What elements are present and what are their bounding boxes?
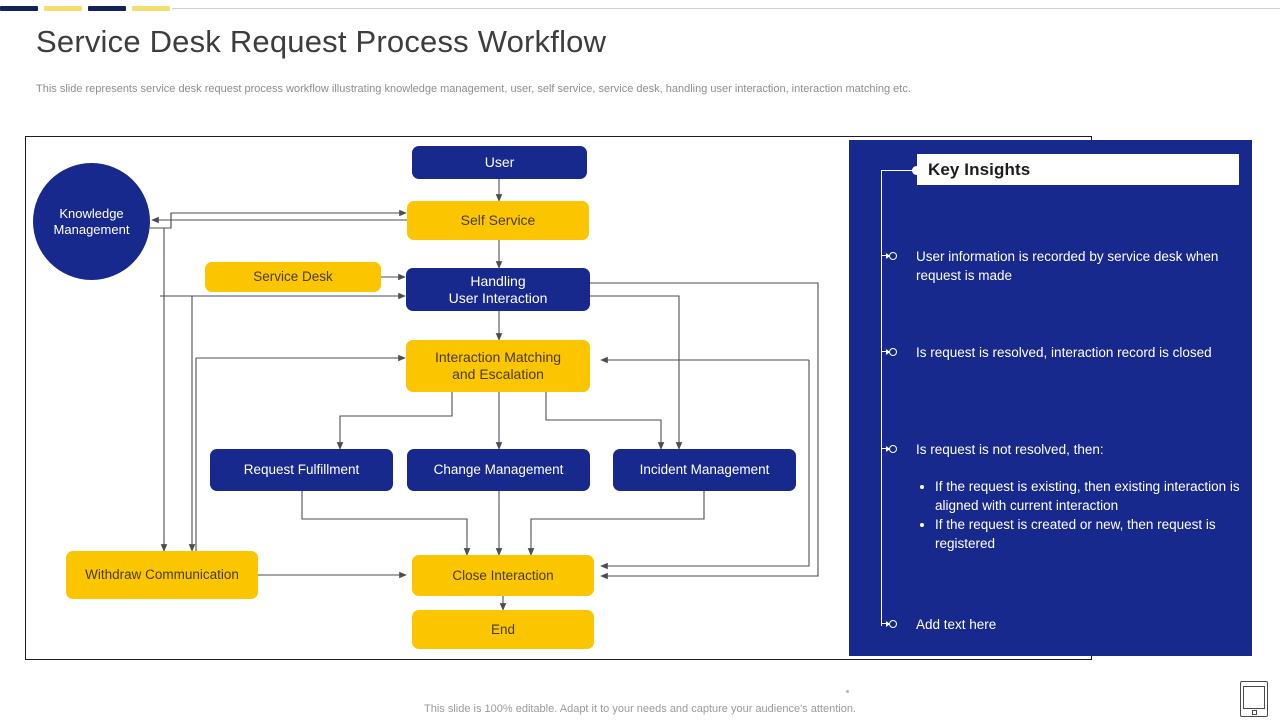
insight-tick-1 — [881, 252, 890, 259]
insight-item-3-subitem-1: If the request is existing, then existin… — [935, 477, 1260, 515]
header-decoration-dashes — [0, 6, 200, 12]
flow-node-withdraw-communication[interactable]: Withdraw Communication — [66, 551, 258, 599]
insight-item-1: User information is recorded by service … — [916, 249, 1219, 283]
flow-node-end[interactable]: End — [412, 610, 594, 649]
insight-bullet-ring-3 — [889, 445, 897, 453]
handling-line2: User Interaction — [448, 289, 548, 306]
flow-node-service-desk[interactable]: Service Desk — [205, 262, 381, 292]
insight-bullet-ring-1 — [889, 252, 897, 260]
flow-node-request-fulfillment[interactable]: Request Fulfillment — [210, 449, 393, 491]
insight-spine — [881, 170, 882, 626]
knowledge-management-line1: Knowledge — [59, 206, 124, 222]
key-insights-title: Key Insights — [928, 159, 1031, 179]
matching-line2: and Escalation — [452, 366, 544, 382]
page-title: Service Desk Request Process Workflow — [36, 24, 607, 59]
tablet-device-icon — [1240, 681, 1268, 717]
insight-bullet-ring-2 — [889, 348, 897, 356]
flow-node-interaction-matching-and-escalation[interactable]: Interaction Matching and Escalation — [406, 340, 590, 392]
insight-item-3-subitem-2: If the request is created or new, then r… — [935, 515, 1260, 553]
flow-node-change-management[interactable]: Change Management — [407, 449, 590, 491]
insight-item-4: Add text here — [916, 617, 997, 632]
insight-tick-4 — [881, 620, 890, 627]
insight-tick-2 — [881, 348, 890, 355]
insight-bullet-ring-4 — [889, 620, 897, 628]
insight-item-3-subitems: If the request is existing, then existin… — [916, 477, 1260, 553]
insight-tick-3 — [881, 445, 890, 452]
header-rule — [172, 8, 1280, 9]
deco-dash-2 — [44, 6, 82, 11]
page-subtitle: This slide represents service desk reque… — [36, 83, 911, 95]
deco-dash-1 — [0, 6, 38, 11]
insight-item-3: Is request is not resolved, then: — [916, 442, 1104, 457]
deco-dash-4 — [132, 6, 170, 11]
footer-note: This slide is 100% editable. Adapt it to… — [424, 703, 856, 715]
flow-node-knowledge-management[interactable]: Knowledge Management — [33, 163, 150, 280]
tablet-screen — [1243, 686, 1265, 709]
key-insights-panel — [849, 140, 1252, 656]
knowledge-management-line2: Management — [53, 221, 130, 237]
flow-node-user[interactable]: User — [412, 146, 587, 179]
tablet-home-button — [1251, 709, 1257, 715]
matching-line1: Interaction Matching — [434, 349, 562, 366]
handling-line1: Handling — [470, 272, 526, 289]
flow-node-incident-management[interactable]: Incident Management — [613, 449, 796, 491]
insight-spine-top — [881, 170, 917, 171]
footer-dot — [846, 690, 849, 693]
deco-dash-3 — [88, 6, 126, 11]
insight-item-2: Is request is resolved, interaction reco… — [916, 345, 1212, 360]
insight-spine-dot — [912, 166, 921, 175]
flow-node-handling-user-interaction[interactable]: Handling User Interaction — [406, 268, 590, 311]
key-insights-header: Key Insights — [917, 154, 1239, 185]
flow-node-self-service[interactable]: Self Service — [407, 201, 589, 240]
flow-node-close-interaction[interactable]: Close Interaction — [412, 555, 594, 596]
